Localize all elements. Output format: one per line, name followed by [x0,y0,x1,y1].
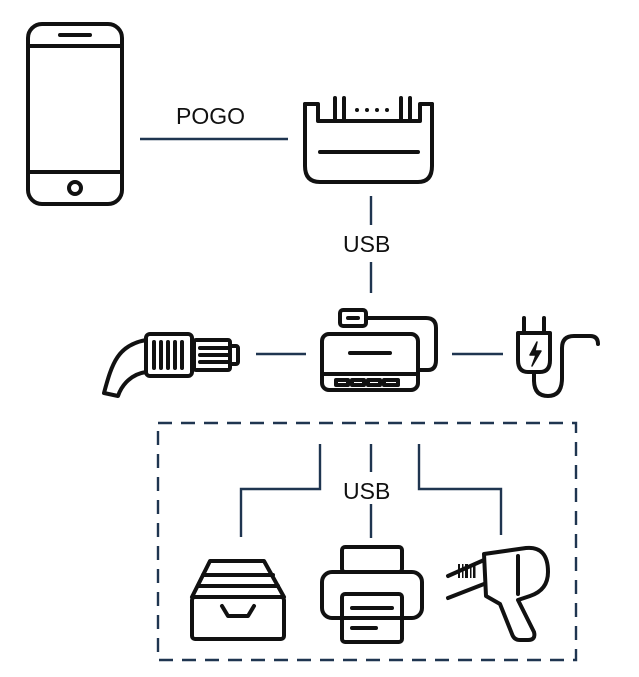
pogo-dock-icon [303,96,434,184]
barcode-scanner-icon [446,545,550,642]
cash-drawer-icon [190,559,286,641]
power-plug-icon [516,316,600,398]
usb-bottom-label: USB [343,478,390,504]
printer-icon [320,545,424,644]
usb-hub-icon [320,308,438,392]
usb-scanner-link [417,444,503,535]
pogo-label: POGO [176,103,245,129]
peripheral-group-box [156,421,578,662]
ethernet-cable-icon [102,332,240,398]
usb-top-label: USB [343,231,390,257]
connection-lines [140,137,578,662]
usb-drawer-link [239,444,322,537]
smartphone-icon [26,22,124,206]
